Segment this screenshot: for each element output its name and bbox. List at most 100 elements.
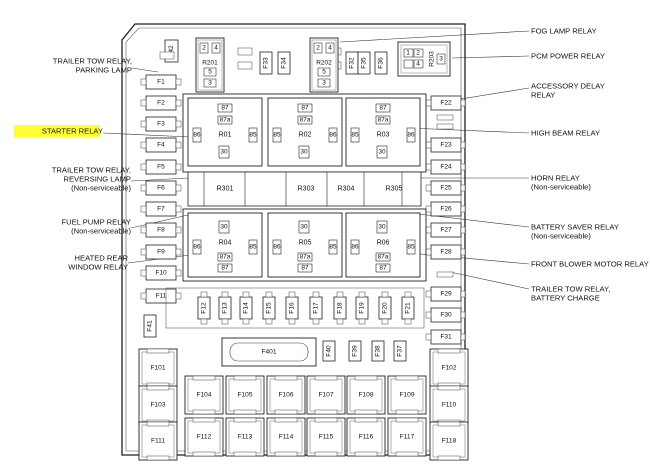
fuse-tab [425, 248, 432, 256]
fuse-f28: F28 [425, 244, 466, 260]
fuse-tab [437, 421, 461, 427]
fuse-tab [265, 291, 273, 298]
fuse-label: F17 [313, 302, 320, 314]
callout-right-3: HIGH BEAM RELAY [531, 129, 600, 138]
fuse-label: F23 [440, 142, 452, 149]
fuse-tab [460, 184, 466, 192]
diode-r303: R303 [298, 186, 315, 193]
relay-pin-label: 86 [273, 244, 281, 251]
fuse-tab [425, 333, 432, 341]
fuse-inner [229, 342, 309, 362]
callout-text: (Non-serviceable) [71, 184, 131, 193]
fuse-tab [358, 318, 366, 325]
fuse-tab [288, 318, 296, 325]
fuse-tab [395, 409, 419, 415]
fuse-tab [140, 163, 147, 171]
relay-pin [406, 127, 416, 143]
fuse-tab [233, 417, 257, 423]
fuse-f109: F109 [387, 375, 427, 415]
relay-pin-label: 86 [193, 132, 201, 139]
fuse-f25: F25 [425, 180, 466, 196]
fuse-label: F21 [405, 302, 412, 314]
diode-r305: R305 [386, 186, 403, 193]
callout-text: FUEL PUMP RELAY [62, 218, 132, 227]
relay-pin-label: 30 [220, 224, 228, 231]
relay-pin-label: 87 [221, 105, 229, 112]
fuse-f36: F36 [374, 51, 388, 75]
fuse-f116: F116 [346, 417, 386, 457]
fuse-tab [175, 163, 182, 171]
fuse-body [184, 417, 224, 457]
fuse-label: F101 [150, 365, 165, 372]
fuse-label: F106 [278, 392, 293, 399]
fuse-f107: F107 [306, 375, 346, 415]
relay-pin [217, 252, 233, 262]
fuse-tab [274, 451, 298, 457]
fuse-tab [358, 291, 366, 298]
fuse-f9: F9 [140, 244, 182, 260]
fuse-f37: F37 [393, 340, 407, 362]
fuse-label: F401 [261, 349, 276, 356]
fuse-f23: F23 [425, 137, 466, 153]
relay-pin-label: 85 [329, 244, 337, 251]
fuse-f29: F29 [425, 286, 466, 302]
fuse-label: F42 [168, 45, 175, 57]
fuse-body [138, 348, 178, 388]
fuse-f110: F110 [429, 385, 469, 425]
fuse-tab [314, 375, 338, 381]
relay-pin [313, 42, 323, 54]
relay-label: R03 [377, 132, 390, 139]
fuse-label: F28 [440, 249, 452, 256]
fuse-tab [395, 375, 419, 381]
leader-line [409, 212, 530, 228]
fuse-label: F20 [382, 302, 389, 314]
fuse-label: F14 [243, 302, 250, 314]
fuse-tab [312, 318, 320, 325]
fuse-tab [460, 205, 466, 213]
fuse-tab [175, 248, 182, 256]
fuse-f8: F8 [140, 222, 182, 238]
fuse-tab [233, 375, 257, 381]
fuse-label: F8 [157, 227, 165, 234]
fuse-tab [140, 78, 147, 86]
fuse-label: F2 [157, 100, 165, 107]
callout-right-4: HORN RELAY(Non-serviceable) [531, 174, 591, 192]
callout-text: HEATED REAR [75, 254, 129, 263]
fuse-f105: F105 [225, 375, 265, 415]
fuse-label: F29 [440, 291, 452, 298]
fuse-tab [314, 409, 338, 415]
fuse-body [306, 417, 346, 457]
fuse-tab [425, 290, 432, 298]
relay-pin-label: 86 [407, 132, 415, 139]
empty-slot [436, 123, 454, 130]
relay-label: R05 [299, 240, 312, 247]
fuse-f19: F19 [355, 291, 369, 325]
relay-pin [248, 239, 258, 255]
callout-left-2: TRAILER TOW RELAY,REVERSING LAMP(Non-ser… [52, 166, 132, 193]
fuse-body [348, 340, 362, 362]
fuse-f30: F30 [425, 307, 466, 323]
relay-label: R02 [299, 132, 312, 139]
callout-left-1: STARTER RELAY [42, 127, 103, 136]
callout-right-6: FRONT BLOWER MOTOR RELAY [531, 260, 649, 269]
fuse-tab [175, 184, 182, 192]
fuse-body [277, 51, 291, 75]
fuse-tab [242, 318, 250, 325]
fuse-tab [354, 409, 378, 415]
fuse-tab [140, 141, 147, 149]
fuse-label: F35 [361, 57, 368, 69]
callout-text: HORN RELAY [531, 174, 580, 183]
relay-pin-label: 87 [301, 105, 309, 112]
relay-pin [375, 115, 391, 125]
callout-left-3: FUEL PUMP RELAY(Non-serviceable) [62, 218, 132, 236]
fuse-f32: F32 [345, 51, 359, 75]
fuse-body [357, 51, 371, 75]
fuse-f4: F4 [140, 137, 182, 153]
fuse-f33: F33 [259, 51, 273, 75]
fuse-label: F24 [440, 164, 452, 171]
relay-pin-label: 87 [221, 265, 229, 272]
callout-text: (Non-serviceable) [531, 232, 591, 241]
